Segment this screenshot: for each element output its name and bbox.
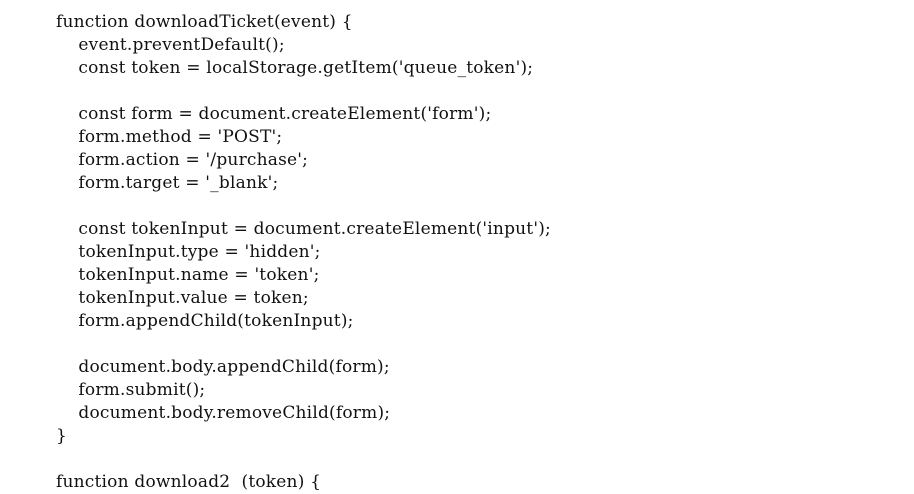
code-line: form.method = 'POST'; bbox=[56, 127, 283, 147]
code-line: form.target = '_blank'; bbox=[56, 173, 279, 193]
code-line: form.appendChild(tokenInput); bbox=[56, 311, 354, 331]
code-view: function downloadTicket(event) { event.p… bbox=[56, 12, 551, 492]
code-line-partial: function download2 (token) { bbox=[56, 472, 322, 492]
code-line: const token = localStorage.getItem('queu… bbox=[56, 58, 534, 78]
code-line: document.body.appendChild(form); bbox=[56, 357, 390, 377]
code-line: document.body.removeChild(form); bbox=[56, 403, 391, 423]
code-line: tokenInput.value = token; bbox=[56, 288, 309, 308]
code-line: const tokenInput = document.createElemen… bbox=[56, 219, 551, 239]
code-line: } bbox=[56, 426, 68, 446]
code-line: tokenInput.type = 'hidden'; bbox=[56, 242, 321, 262]
code-line: form.submit(); bbox=[56, 380, 206, 400]
code-line: event.preventDefault(); bbox=[56, 35, 285, 55]
code-line: function downloadTicket(event) { bbox=[56, 12, 353, 32]
code-line: form.action = '/purchase'; bbox=[56, 150, 309, 170]
code-line: const form = document.createElement('for… bbox=[56, 104, 492, 124]
code-line: tokenInput.name = 'token'; bbox=[56, 265, 320, 285]
